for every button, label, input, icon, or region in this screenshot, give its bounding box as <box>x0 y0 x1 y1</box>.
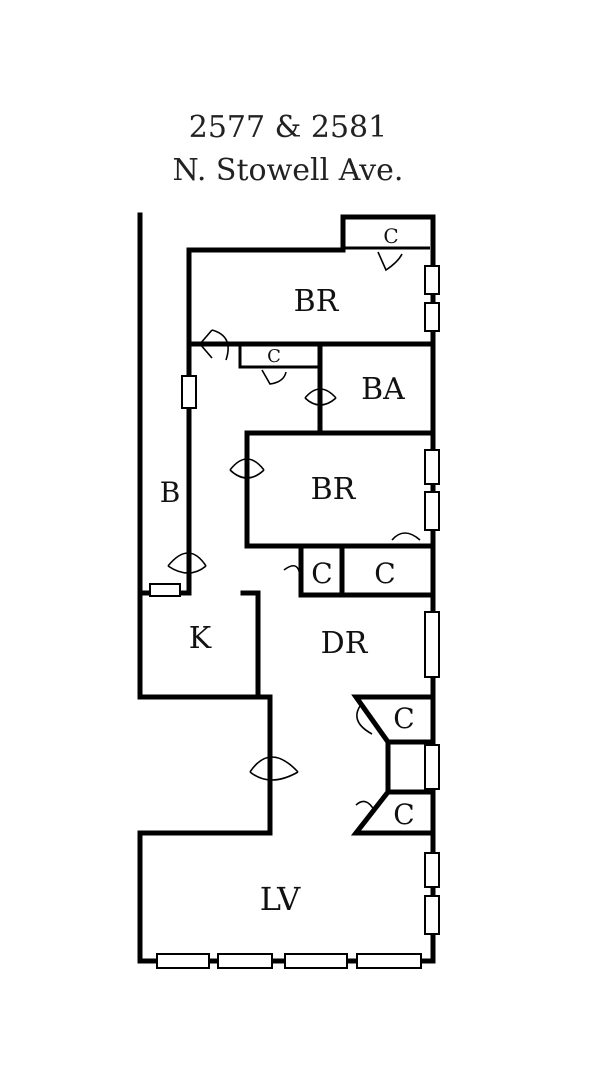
door-swing-bedroom2-closet <box>391 532 421 541</box>
door-swing-bedroom1 <box>193 329 229 361</box>
window-east-1 <box>424 265 440 295</box>
window-east-6 <box>424 744 440 790</box>
room-label-bedroom-1: BR <box>294 284 340 319</box>
room-label-hall: B <box>160 476 181 509</box>
door-swing-bath <box>304 388 337 415</box>
window-east-8 <box>424 895 440 935</box>
room-label-closet-d: C <box>393 798 414 831</box>
window-east-7 <box>424 852 440 888</box>
room-label-bath: BA <box>361 372 405 407</box>
window-south-3 <box>284 953 348 969</box>
door-swing-closet-d <box>355 800 375 811</box>
wall-closet-d <box>350 788 433 836</box>
window-south-4 <box>356 953 422 969</box>
door-swing-top-closet <box>377 251 403 272</box>
wall-kitchen-right <box>240 590 261 700</box>
window-east-4 <box>424 491 440 531</box>
room-label-closet-b: C <box>374 557 395 590</box>
walls <box>137 212 436 964</box>
plan-title-line2: N. Stowell Ave. <box>173 153 404 188</box>
wall-closet-niche <box>385 739 433 795</box>
room-label-closet-top: C <box>383 224 398 248</box>
room-label-dining: DR <box>321 626 369 661</box>
door-swing-bedroom2 <box>229 455 265 482</box>
window-hall-bottom <box>149 583 181 597</box>
window-east-3 <box>424 449 440 485</box>
window-south-1 <box>156 953 210 969</box>
wall-kitchen-living <box>137 590 436 964</box>
door-swing-small-closet <box>261 369 287 385</box>
room-label-closet-small: C <box>267 346 281 367</box>
window-hall <box>181 375 197 409</box>
window-south-2 <box>217 953 273 969</box>
room-label-living: LV <box>260 880 301 918</box>
wall-closets-ab <box>298 543 433 598</box>
room-label-closet-a: C <box>311 557 332 590</box>
plan-title-line1: 2577 & 2581 <box>189 110 387 145</box>
room-label-bedroom-2: BR <box>311 472 357 507</box>
room-label-closet-c: C <box>393 702 414 735</box>
windows <box>149 265 440 969</box>
window-east-2 <box>424 302 440 332</box>
wall-bedroom2 <box>244 430 433 549</box>
wall-closet-c <box>351 694 433 745</box>
door-swing-kitchen <box>249 752 299 785</box>
wall-small-closet <box>238 344 318 369</box>
door-swing-hall <box>167 552 207 574</box>
door-swing-closet-a <box>283 564 301 581</box>
room-label-kitchen: K <box>189 621 212 656</box>
doors <box>167 251 421 811</box>
door-swing-closet-c <box>356 705 373 735</box>
wall-top-closet <box>340 214 436 251</box>
window-east-5 <box>424 611 440 678</box>
